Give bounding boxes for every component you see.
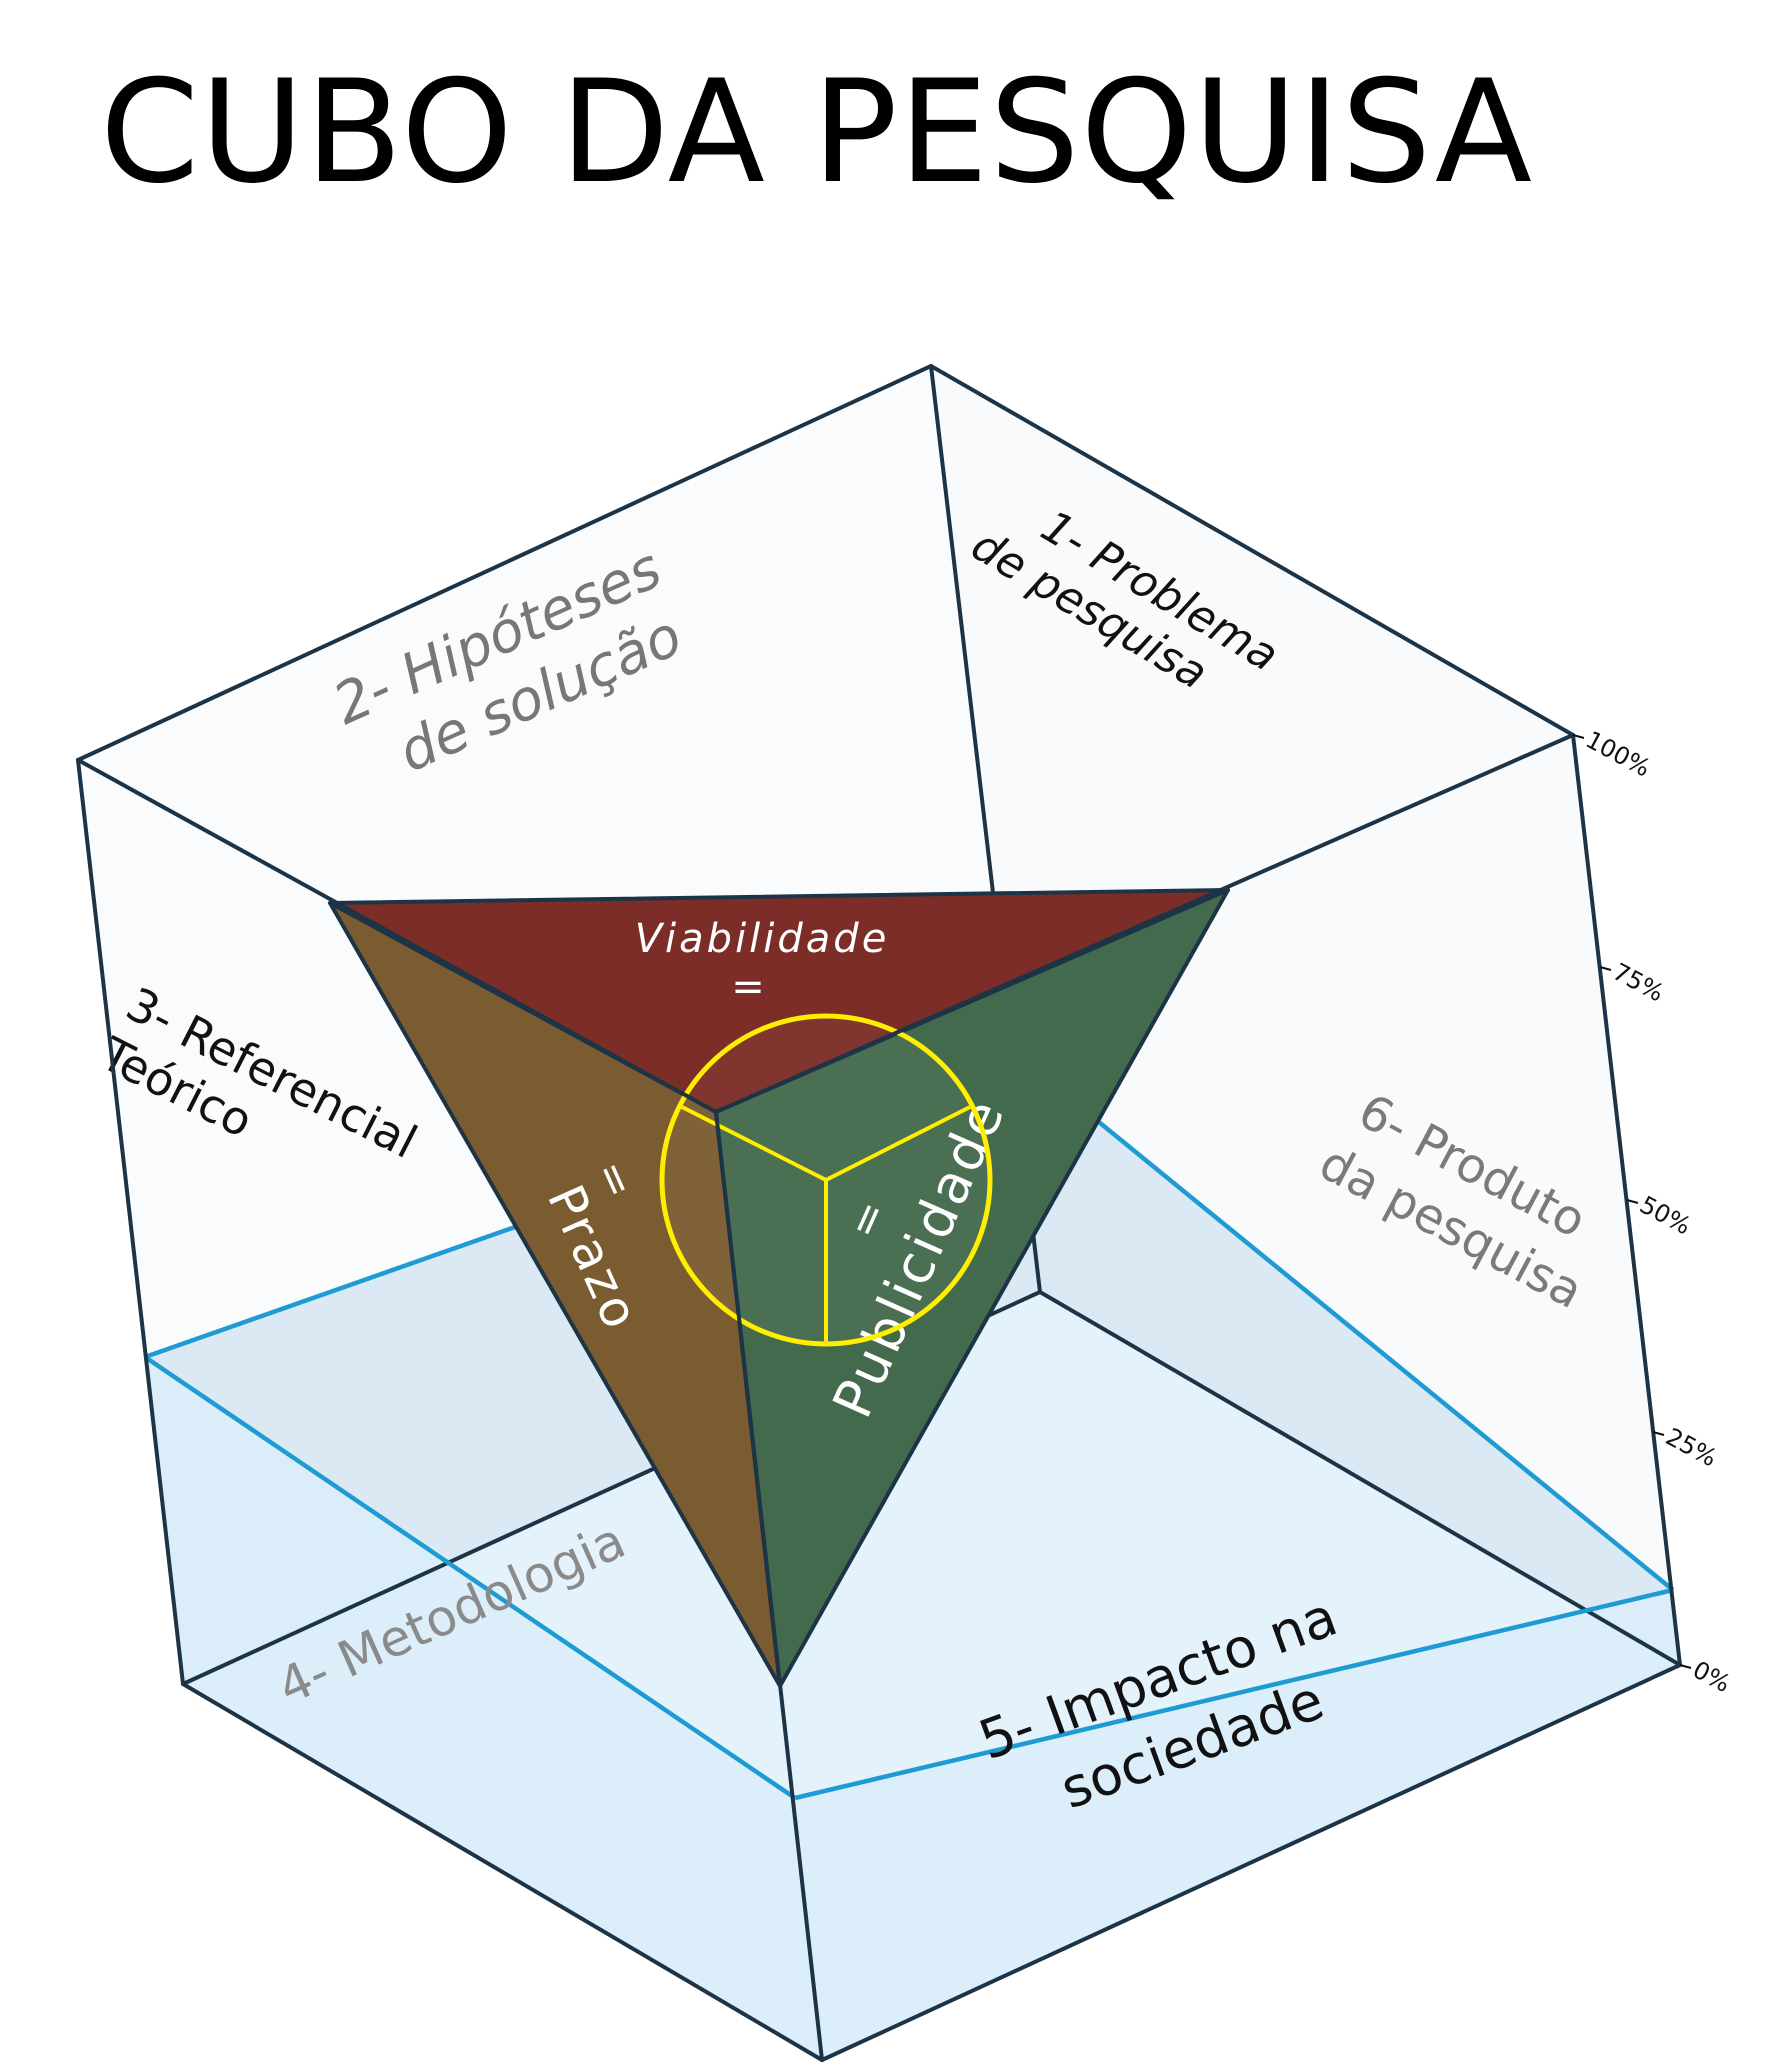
- page-title: CUBO DA PESQUISA: [100, 50, 1534, 215]
- edge-top-front-right: [714, 733, 1575, 1114]
- water-back-right: [1013, 1052, 1680, 1665]
- center-circle-spoke-right: [825, 1105, 971, 1182]
- scale-tick-75: [1599, 966, 1612, 971]
- edge-top-front-left: [76, 758, 718, 1114]
- viabilidade-equals: =: [731, 964, 765, 1010]
- edge-floor-back-right: [1038, 1290, 1682, 1667]
- center-circle-spoke-left: [681, 1105, 827, 1182]
- scale-tick-0: [1679, 1664, 1692, 1669]
- edge-left-vertical: [76, 758, 185, 1686]
- water-front-left: [145, 1357, 822, 2060]
- water-line-front-left: [143, 1355, 797, 1800]
- water-front-right: [795, 1590, 1680, 2060]
- water-line-front-right: [794, 1587, 1674, 1801]
- scale-tick-25: [1652, 1431, 1665, 1436]
- edge-floor-front-right: [820, 1663, 1682, 2062]
- scale-tick-50: [1626, 1199, 1639, 1204]
- edge-right-vertical: [1571, 733, 1682, 1667]
- scale-label-25: 25%: [1661, 1423, 1721, 1473]
- scale-label-50: 50%: [1635, 1191, 1695, 1241]
- water-line-back-right: [1011, 1050, 1675, 1592]
- edge-floor-front-left: [181, 1682, 824, 2062]
- scale-tick-100: [1572, 734, 1585, 739]
- edge-front-vertical: [714, 1110, 824, 2062]
- edge-top-back-right: [929, 364, 1575, 737]
- scale-label-75: 75%: [1608, 958, 1668, 1008]
- viabilidade-label: Viabilidade: [635, 916, 890, 962]
- edge-top-back-left: [76, 364, 933, 762]
- scale-label-0: 0%: [1688, 1656, 1735, 1699]
- scale-label-100: 100%: [1581, 726, 1655, 783]
